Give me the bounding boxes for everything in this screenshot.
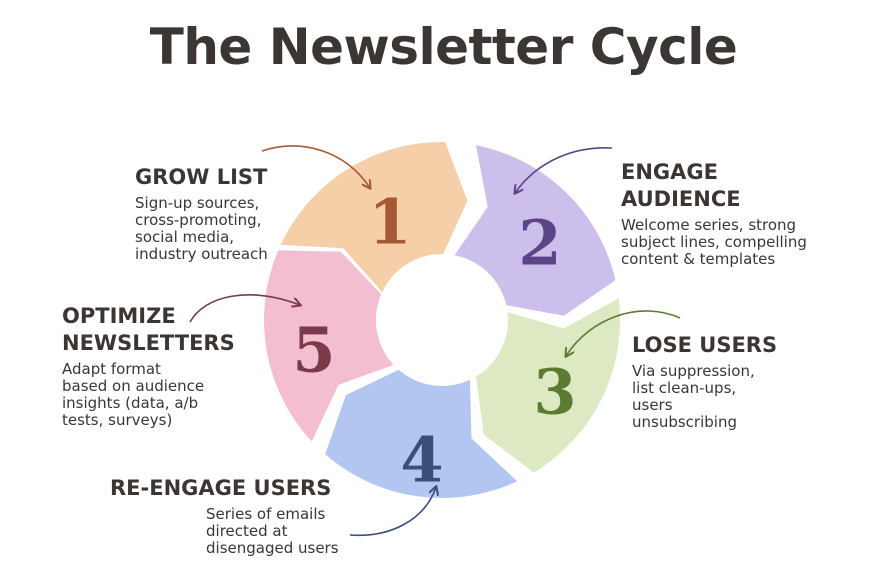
stage-3-heading: LOSE USERS [632,333,778,357]
stage-2-description: Welcome series, strong subject lines, co… [621,216,807,268]
stage-3-number: 3 [533,356,576,429]
stage-5-label: OPTIMIZE NEWSLETTERS Adapt format based … [62,303,235,429]
stage-1-number: 1 [368,186,411,259]
stage-5-description: Adapt format based on audience insights … [62,360,205,429]
stage-4-label: RE-ENGAGE USERS Series of emails directe… [110,475,339,557]
stage-2-arrow [515,147,613,193]
stage-2-heading: ENGAGE AUDIENCE [621,160,741,211]
stage-4-number: 4 [400,424,443,497]
stage-1-label: GROW LIST Sign-up sources, cross-promoti… [135,164,268,263]
stage-5-number: 5 [292,314,335,387]
stage-1-arrow [261,145,370,188]
stage-2-segment [454,145,616,316]
stage-2-label: ENGAGE AUDIENCE Welcome series, strong s… [621,159,807,268]
stage-3-arrow [566,310,681,356]
stage-1-description: Sign-up sources, cross-promoting, social… [135,194,268,263]
stage-4-heading: RE-ENGAGE USERS [110,476,332,500]
stage-4-description: Series of emails directed at disengaged … [206,505,339,557]
stage-3-label: LOSE USERS Via suppression, list clean-u… [632,332,777,431]
stage-4-segment [325,369,518,498]
stage-3-description: Via suppression, list clean-ups, users u… [632,362,755,431]
stage-5-heading: OPTIMIZE NEWSLETTERS [62,304,235,355]
stage-1-heading: GROW LIST [135,165,268,189]
stage-5-arrow [189,294,300,323]
stage-3-segment [476,298,621,473]
stage-1-segment [280,141,468,293]
stage-2-number: 2 [518,207,561,280]
page-title: The Newsletter Cycle [149,18,738,76]
stage-4-arrow [349,487,436,537]
